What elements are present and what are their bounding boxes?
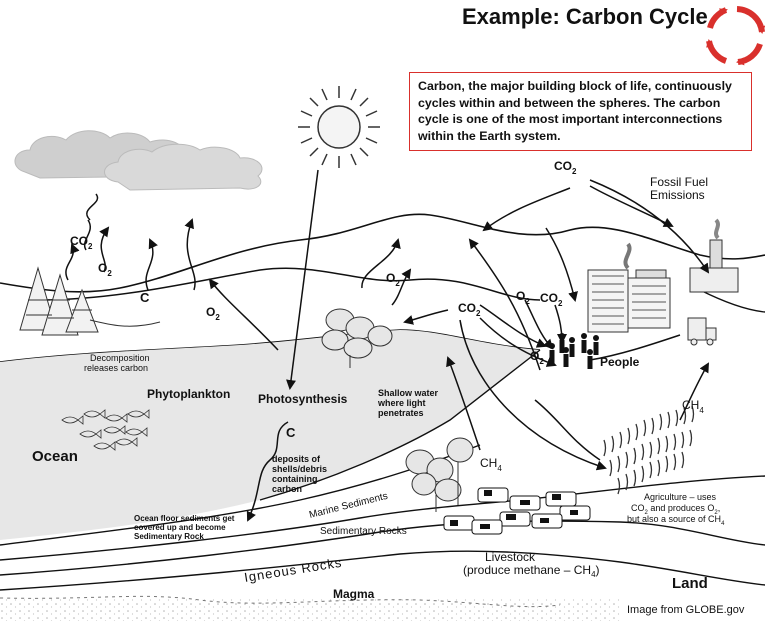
label-agriculture-3: but also a source of CH4 [627,514,725,527]
label-co2-d: CO2 [554,159,577,176]
fish-icon [61,409,150,451]
label-phytoplankton: Phytoplankton [147,387,230,401]
factory-icon [587,218,739,333]
label-c-b: C [286,425,296,440]
label-photosynthesis: Photosynthesis [258,392,348,406]
label-livestock-methane: (produce methane – CH4) [463,563,600,579]
label-ch4-b: CH4 [480,456,502,473]
flow-arrows [65,169,710,522]
diagram-labels: CO2 O2 C O2 O2 CO2 O2 CO2 CO2 O2 CH4 CH4… [32,159,725,601]
tree-icon [19,266,161,336]
crop-icon [603,405,695,495]
label-deposits-2: shells/debris [272,464,327,474]
label-floor-1: Ocean floor sediments get [134,514,235,523]
label-shallow-2: where light [377,398,426,408]
label-o2-c: O2 [386,271,400,288]
label-o2-a: O2 [98,261,112,278]
label-decomposition-1: Decomposition [90,353,150,363]
label-c-a: C [140,290,150,305]
cloud-icon [14,130,263,191]
label-magma: Magma [333,587,375,601]
page-title: Example: Carbon Cycle [462,4,708,29]
label-co2-b: CO2 [458,301,481,318]
truck-icon [687,317,717,346]
cow-icon [443,487,591,535]
label-o2-d: O2 [516,289,530,306]
label-sedimentary-rocks: Sedimentary Rocks [320,526,407,537]
sun-icon [298,86,380,168]
label-floor-2: covered up and become [134,523,226,532]
label-deposits-4: carbon [272,484,302,494]
label-people: People [600,355,640,369]
label-decomposition-2: releases carbon [84,363,148,373]
label-shallow-1: Shallow water [378,388,439,398]
image-credit: Image from GLOBE.gov [627,604,745,616]
label-ocean: Ocean [32,448,78,465]
label-agriculture-1: Agriculture – uses [644,492,717,502]
label-land: Land [672,575,708,592]
info-box-text: Carbon, the major building block of life… [418,79,732,143]
label-deposits-1: deposits of [272,454,321,464]
label-o2-e: O2 [530,349,544,366]
tree-icon [405,437,474,512]
label-deposits-3: containing [272,474,318,484]
label-fossil-fuel: Fossil Fuel [650,175,708,189]
label-shallow-3: penetrates [378,408,424,418]
label-agriculture-2: CO2 and produces O2, [631,503,720,516]
label-co2-a: CO2 [70,234,93,251]
label-livestock: Livestock [485,550,536,564]
label-emissions: Emissions [650,188,705,202]
people-icon [549,333,599,369]
label-floor-3: Sedimentary Rock [134,532,204,541]
tree-icon [321,308,393,368]
cycle-arrows-icon [706,6,765,66]
label-igneous-rocks: Igneous Rocks [243,555,343,585]
label-ch4-a: CH4 [682,398,704,415]
label-co2-c: CO2 [540,291,563,308]
label-o2-b: O2 [206,305,220,322]
info-box: Carbon, the major building block of life… [409,72,752,151]
